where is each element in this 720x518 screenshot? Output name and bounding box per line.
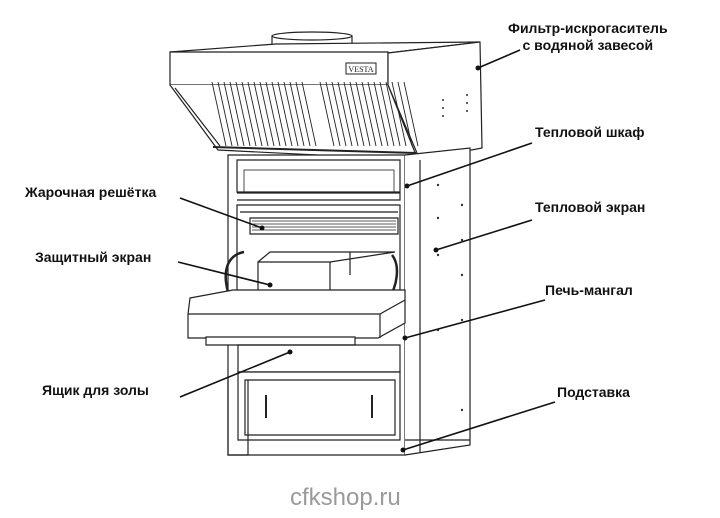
filter-slat <box>391 81 407 147</box>
label-filter-line2: с водяной завесой <box>522 37 654 53</box>
label-grill-grate: Жарочная решётка <box>25 184 157 200</box>
filter-slat <box>355 81 371 147</box>
filter-slat <box>271 81 287 147</box>
filter-slat <box>319 81 335 147</box>
filter-slat <box>337 81 353 147</box>
filter-slat <box>397 81 413 147</box>
filter-slat <box>253 81 269 147</box>
filter-slat <box>277 81 293 147</box>
filter-slat <box>349 81 365 147</box>
filter-slat <box>241 81 257 147</box>
filter-slat <box>331 81 347 147</box>
logo-text: VESTA <box>348 65 373 74</box>
label-oven-grill: Печь-мангал <box>545 282 633 298</box>
watermark: cfkshop.ru <box>290 484 401 511</box>
label-stand: Подставка <box>557 384 630 400</box>
label-heat-cabinet: Тепловой шкаф <box>535 124 645 140</box>
filter-slat <box>235 81 251 147</box>
filter-slat <box>211 81 227 147</box>
filter-slat <box>343 81 359 147</box>
label-filter: Фильтр-искрогаситель с водяной завесой <box>508 20 668 54</box>
filter-slat <box>289 81 305 147</box>
filter-slat <box>379 81 395 147</box>
filter-slat <box>223 81 239 147</box>
filter-slat <box>295 81 311 147</box>
filter-slat <box>265 81 281 147</box>
filter-slat <box>367 81 383 147</box>
filter-slat <box>361 81 377 147</box>
filter-slat <box>259 81 275 147</box>
filter-slat <box>217 81 233 147</box>
label-filter-line1: Фильтр-искрогаситель <box>508 20 668 36</box>
filter-slat <box>247 81 263 147</box>
filter-slat <box>373 81 389 147</box>
label-protective-screen: Защитный экран <box>35 249 152 265</box>
filter-slat <box>403 81 419 147</box>
leader-lines <box>177 49 556 451</box>
label-heat-screen: Тепловой экран <box>535 199 646 215</box>
label-ash-box: Ящик для золы <box>42 382 149 398</box>
hood: VESTA <box>169 41 483 161</box>
filter-slat <box>385 81 401 147</box>
filter-slat <box>301 81 317 147</box>
filter-slat <box>229 81 245 147</box>
filter-slat <box>325 81 341 147</box>
filter-slat <box>283 81 299 147</box>
cabinet <box>187 147 471 456</box>
